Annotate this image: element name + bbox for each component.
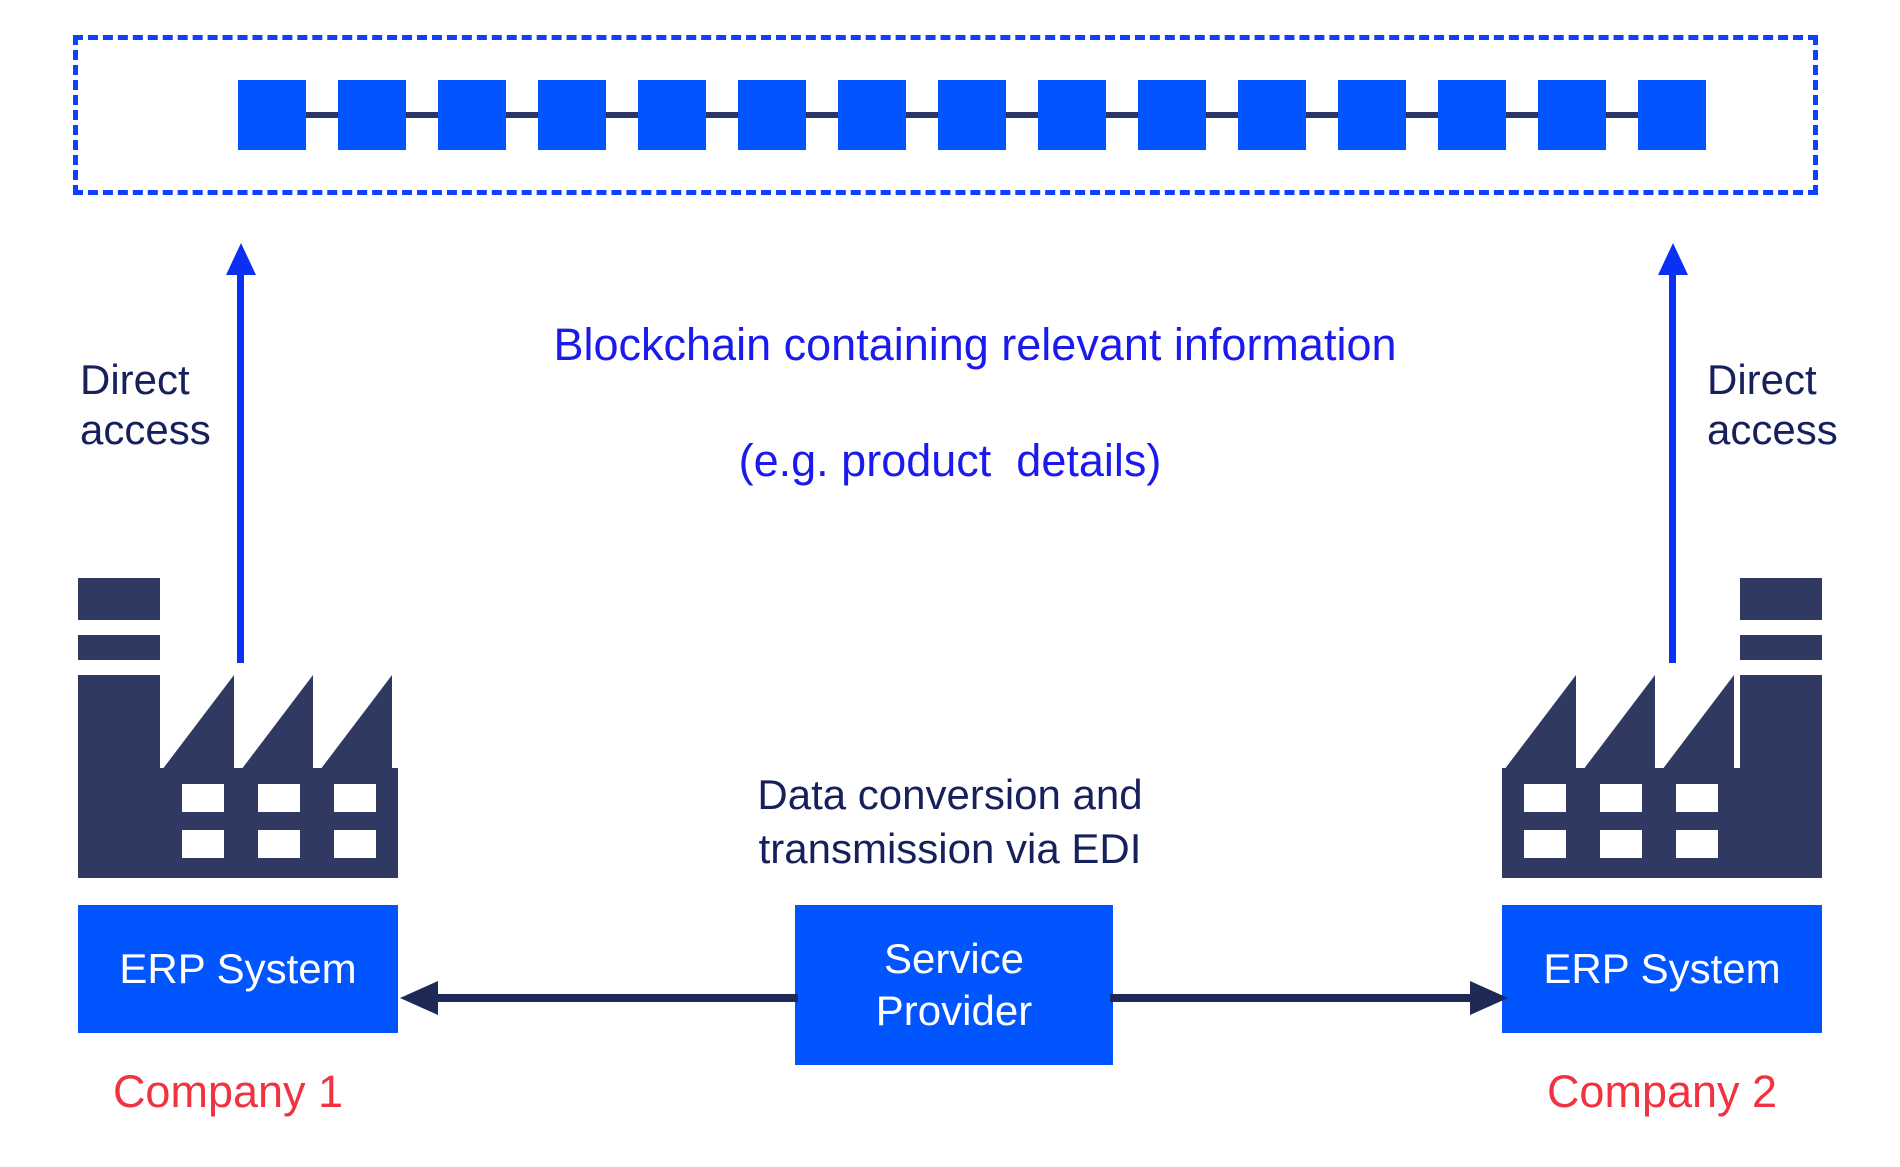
chimney-segment-mid <box>78 635 160 660</box>
factory-window <box>182 784 224 812</box>
company-label-2: Company 2 <box>1546 1066 1778 1117</box>
blockchain-caption: Blockchain containing relevant informati… <box>0 258 1900 606</box>
roof-tooth <box>162 675 234 770</box>
factory-window <box>334 784 376 812</box>
blockchain-block[interactable] <box>537 80 606 150</box>
blockchain-link <box>1405 112 1438 118</box>
edi-caption-line2: transmission via EDI <box>758 825 1142 872</box>
roof-tooth <box>320 675 392 770</box>
blockchain-blocks-row <box>78 40 1813 190</box>
blockchain-link <box>605 112 638 118</box>
edi-caption: Data conversion and transmission via EDI <box>600 768 1300 876</box>
blockchain-caption-line1: Blockchain containing relevant informati… <box>553 319 1397 370</box>
blockchain-block[interactable] <box>1437 80 1506 150</box>
blockchain-block[interactable] <box>737 80 806 150</box>
arrow-head-up-icon <box>1658 243 1688 275</box>
blockchain-link <box>405 112 438 118</box>
chimney-segment-base <box>78 675 160 878</box>
edi-arrow-to-company-1 <box>400 981 798 1015</box>
edi-arrow-to-company-2 <box>1110 981 1508 1015</box>
chimney-segment-mid <box>1740 635 1822 660</box>
blockchain-block[interactable] <box>1537 80 1606 150</box>
arrow-shaft <box>434 994 798 1002</box>
service-provider-line1: Service <box>883 935 1025 982</box>
erp-system-box-company-2[interactable]: ERP System <box>1502 905 1822 1033</box>
blockchain-block[interactable] <box>637 80 706 150</box>
blockchain-link <box>905 112 938 118</box>
erp-system-box-company-1[interactable]: ERP System <box>78 905 398 1033</box>
blockchain-block[interactable] <box>1137 80 1206 150</box>
roof-tooth <box>241 675 313 770</box>
factory-icon-company-1 <box>78 578 398 878</box>
arrow-shaft <box>1110 994 1474 1002</box>
blockchain-link <box>1305 112 1338 118</box>
blockchain-link <box>1505 112 1538 118</box>
roof-tooth <box>1504 675 1576 770</box>
factory-window <box>1524 830 1566 858</box>
direct-access-left-line1: Direct <box>80 356 190 403</box>
direct-access-arrow-left <box>220 243 260 663</box>
blockchain-block[interactable] <box>937 80 1006 150</box>
blockchain-block[interactable] <box>337 80 406 150</box>
chimney-segment-top <box>1740 578 1822 620</box>
blockchain-link <box>505 112 538 118</box>
blockchain-link <box>1605 112 1638 118</box>
blockchain-chain <box>237 80 1706 150</box>
factory-window <box>1676 784 1718 812</box>
blockchain-link <box>1205 112 1238 118</box>
blockchain-link <box>1005 112 1038 118</box>
direct-access-right-line1: Direct <box>1707 356 1817 403</box>
company-label-1: Company 1 <box>112 1066 344 1117</box>
factory-window <box>334 830 376 858</box>
direct-access-label-left: Direct access <box>80 355 270 455</box>
arrow-head-left-icon <box>400 981 438 1015</box>
factory-body <box>1502 768 1740 878</box>
direct-access-left-line2: access <box>80 406 211 453</box>
roof-tooth <box>1583 675 1655 770</box>
factory-window <box>258 830 300 858</box>
blockchain-caption-line2: (e.g. product details) <box>738 435 1162 486</box>
arrow-shaft <box>1669 271 1676 663</box>
blockchain-block[interactable] <box>237 80 306 150</box>
factory-window <box>258 784 300 812</box>
arrow-shaft <box>237 271 244 663</box>
arrow-head-right-icon <box>1470 981 1508 1015</box>
blockchain-link <box>1105 112 1138 118</box>
roof-tooth <box>1662 675 1734 770</box>
factory-window <box>1600 784 1642 812</box>
factory-roof <box>1502 675 1740 770</box>
blockchain-block[interactable] <box>437 80 506 150</box>
factory-body <box>160 768 398 878</box>
direct-access-arrow-right <box>1652 243 1692 663</box>
blockchain-block[interactable] <box>1637 80 1706 150</box>
chimney-segment-base <box>1740 675 1822 878</box>
erp-system-label: ERP System <box>1543 945 1781 992</box>
factory-window <box>182 830 224 858</box>
chimney-segment-top <box>78 578 160 620</box>
blockchain-link <box>305 112 338 118</box>
service-provider-label: Service Provider <box>876 933 1032 1037</box>
direct-access-label-right: Direct access <box>1707 355 1897 455</box>
blockchain-block[interactable] <box>1237 80 1306 150</box>
factory-window <box>1524 784 1566 812</box>
blockchain-block[interactable] <box>1037 80 1106 150</box>
blockchain-block[interactable] <box>1337 80 1406 150</box>
blockchain-container <box>73 35 1818 195</box>
service-provider-box[interactable]: Service Provider <box>795 905 1113 1065</box>
factory-roof <box>160 675 398 770</box>
factory-window <box>1600 830 1642 858</box>
edi-caption-line1: Data conversion and <box>757 771 1143 818</box>
factory-window <box>1676 830 1718 858</box>
factory-icon-company-2 <box>1502 578 1822 878</box>
direct-access-right-line2: access <box>1707 406 1838 453</box>
blockchain-block[interactable] <box>837 80 906 150</box>
service-provider-line2: Provider <box>875 987 1033 1034</box>
blockchain-link <box>705 112 738 118</box>
blockchain-link <box>805 112 838 118</box>
erp-system-label: ERP System <box>119 945 357 992</box>
arrow-head-up-icon <box>226 243 256 275</box>
